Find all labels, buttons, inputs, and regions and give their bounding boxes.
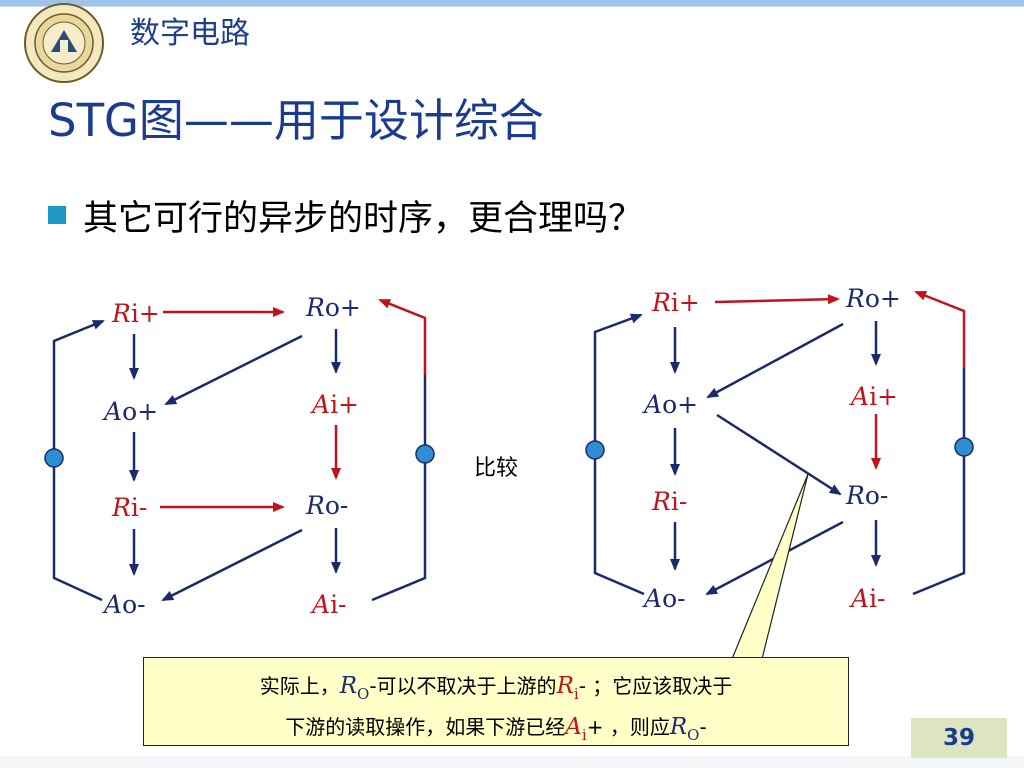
label-ao-plus: Ao+ <box>642 390 698 419</box>
label-ro-plus: Ro+ <box>845 284 901 313</box>
bottom-bar <box>0 756 1024 768</box>
arc-ai-minus-to-ro-plus-lower <box>912 368 966 596</box>
arc-ai-minus-to-ro-plus-upper <box>914 290 966 368</box>
token-left-inner <box>415 444 435 464</box>
arc-ro-plus-to-ao-plus <box>706 322 844 399</box>
arc-ro-plus-to-ao-plus <box>164 334 303 406</box>
label-ro-minus: Ro- <box>305 491 348 520</box>
right-stg-labels: Ri+ Ro+ Ao+ Ai+ Ri- Ro- Ao- Ai- <box>642 284 901 613</box>
token-left-outer <box>44 448 64 468</box>
label-ri-minus: Ri- <box>111 493 147 522</box>
bullet-question: 其它可行的异步的时序，更合理吗？ <box>83 199 644 239</box>
label-ri-plus: Ri+ <box>651 288 700 317</box>
label-ao-plus: Ao+ <box>102 397 158 426</box>
left-stg-labels: Ri+ Ro+ Ao+ Ai+ Ri- Ro- Ao- Ai- <box>102 293 361 619</box>
callout-pointer <box>731 473 809 660</box>
bullet-square-icon <box>48 206 66 224</box>
university-seal-logo <box>24 3 104 83</box>
label-ai-minus: Ai- <box>310 590 347 619</box>
token-right-outer <box>585 440 605 460</box>
label-ao-minus: Ao- <box>102 590 146 619</box>
page-number: 39 <box>911 718 1007 758</box>
left-stg-arcs <box>44 298 435 602</box>
callout-line-2: 下游的读取操作，如果下游已经Ai+ ，则应RO- <box>285 714 707 744</box>
label-ro-minus: Ro- <box>845 481 888 510</box>
arc-ai-minus-to-ro-plus-lower <box>371 375 427 602</box>
label-ao-minus: Ao- <box>642 584 686 613</box>
arc-ai-minus-to-ro-plus-upper <box>378 298 427 375</box>
callout-line-1: 实际上，RO-可以不取决于上游的Ri- ；它应该取决于 <box>259 673 733 703</box>
right-stg-arcs <box>585 290 974 596</box>
arc-ao-plus-to-ro-minus <box>716 413 842 496</box>
compare-label: 比较 <box>474 456 519 481</box>
label-ai-minus: Ai- <box>849 584 886 613</box>
course-name: 数字电路 <box>130 16 250 51</box>
label-ai-plus: Ai+ <box>849 382 898 411</box>
token-right-inner <box>954 437 974 457</box>
label-ri-plus: Ri+ <box>111 299 160 328</box>
callout-note: 实际上，RO-可以不取决于上游的Ri- ；它应该取决于 下游的读取操作，如果下游… <box>143 657 849 746</box>
arc-ri-plus-to-ro-plus <box>714 294 840 305</box>
arc-ro-minus-to-ao-minus <box>161 528 303 602</box>
top-accent-bar <box>0 0 1024 6</box>
slide-title: STG图——用于设计综合 <box>48 94 544 147</box>
top-accent-line <box>0 6 1024 7</box>
label-ri-minus: Ri- <box>651 487 687 516</box>
label-ai-plus: Ai+ <box>310 390 359 419</box>
label-ro-plus: Ro+ <box>305 293 361 322</box>
